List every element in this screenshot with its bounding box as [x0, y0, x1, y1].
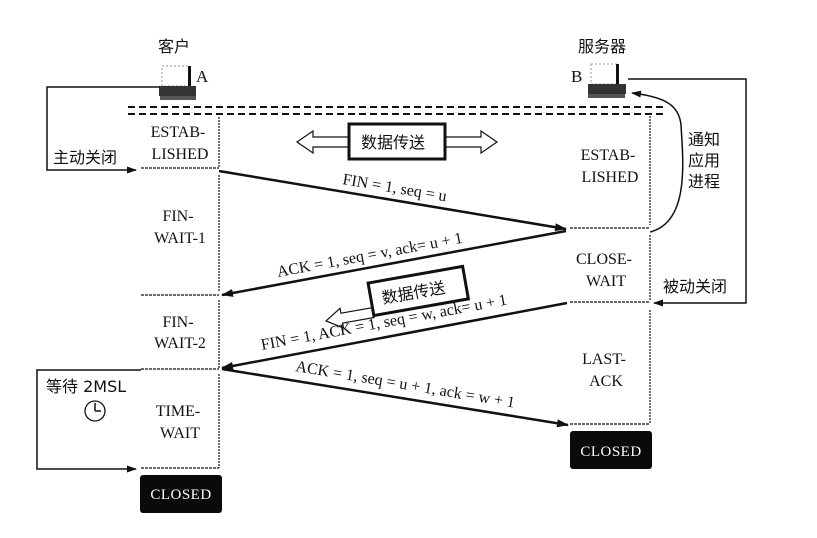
server-state-separators [570, 227, 650, 425]
active-close-label: 主动关闭 [53, 148, 117, 167]
message-ack-client: ACK = 1, seq = u + 1, ack = w + 1 [221, 358, 569, 428]
svg-text:CLOSED: CLOSED [150, 487, 211, 503]
server-state-last-ack: LAST- ACK [582, 351, 630, 390]
notify-app-label: 通知 应用 进程 [688, 130, 725, 191]
wait-2msl-label: 等待 2MSL [46, 377, 126, 396]
data-transfer-server-arrow: 数据传送 [324, 264, 471, 329]
server-state-established: ESTAB- LISHED [581, 147, 640, 186]
clock-icon [84, 400, 106, 422]
passive-close-label: 被动关闭 [663, 277, 727, 296]
client-state-separators [141, 167, 219, 469]
server-title: 服务器 [578, 37, 626, 56]
passive-close-arrow [628, 78, 747, 307]
active-close-arrow [46, 86, 160, 174]
message-fin-client: FIN = 1, seq = u [218, 169, 567, 232]
server-state-close-wait: CLOSE- WAIT [576, 251, 636, 290]
server-computer-icon [588, 63, 626, 98]
data-transfer-both-label: 数据传送 [361, 133, 425, 152]
notify-app-arrow [631, 90, 684, 233]
svg-text:CLOSED: CLOSED [580, 444, 641, 460]
network-link [128, 106, 666, 115]
data-transfer-both-arrow [295, 122, 499, 161]
client-state-fin-wait-1: FIN- WAIT-1 [154, 208, 206, 247]
client-state-fin-wait-2: FIN- WAIT-2 [154, 314, 206, 352]
server-host-id: B [571, 67, 582, 86]
client-state-closed: CLOSED [140, 475, 222, 513]
wait-2msl-bracket [36, 369, 141, 473]
client-state-time-wait: TIME- WAIT [156, 403, 204, 442]
client-host-id: A [196, 67, 209, 86]
client-state-established: ESTAB- LISHED [151, 124, 210, 163]
client-title: 客户 [158, 37, 190, 56]
server-state-closed: CLOSED [570, 431, 652, 469]
client-computer-icon [159, 65, 196, 100]
